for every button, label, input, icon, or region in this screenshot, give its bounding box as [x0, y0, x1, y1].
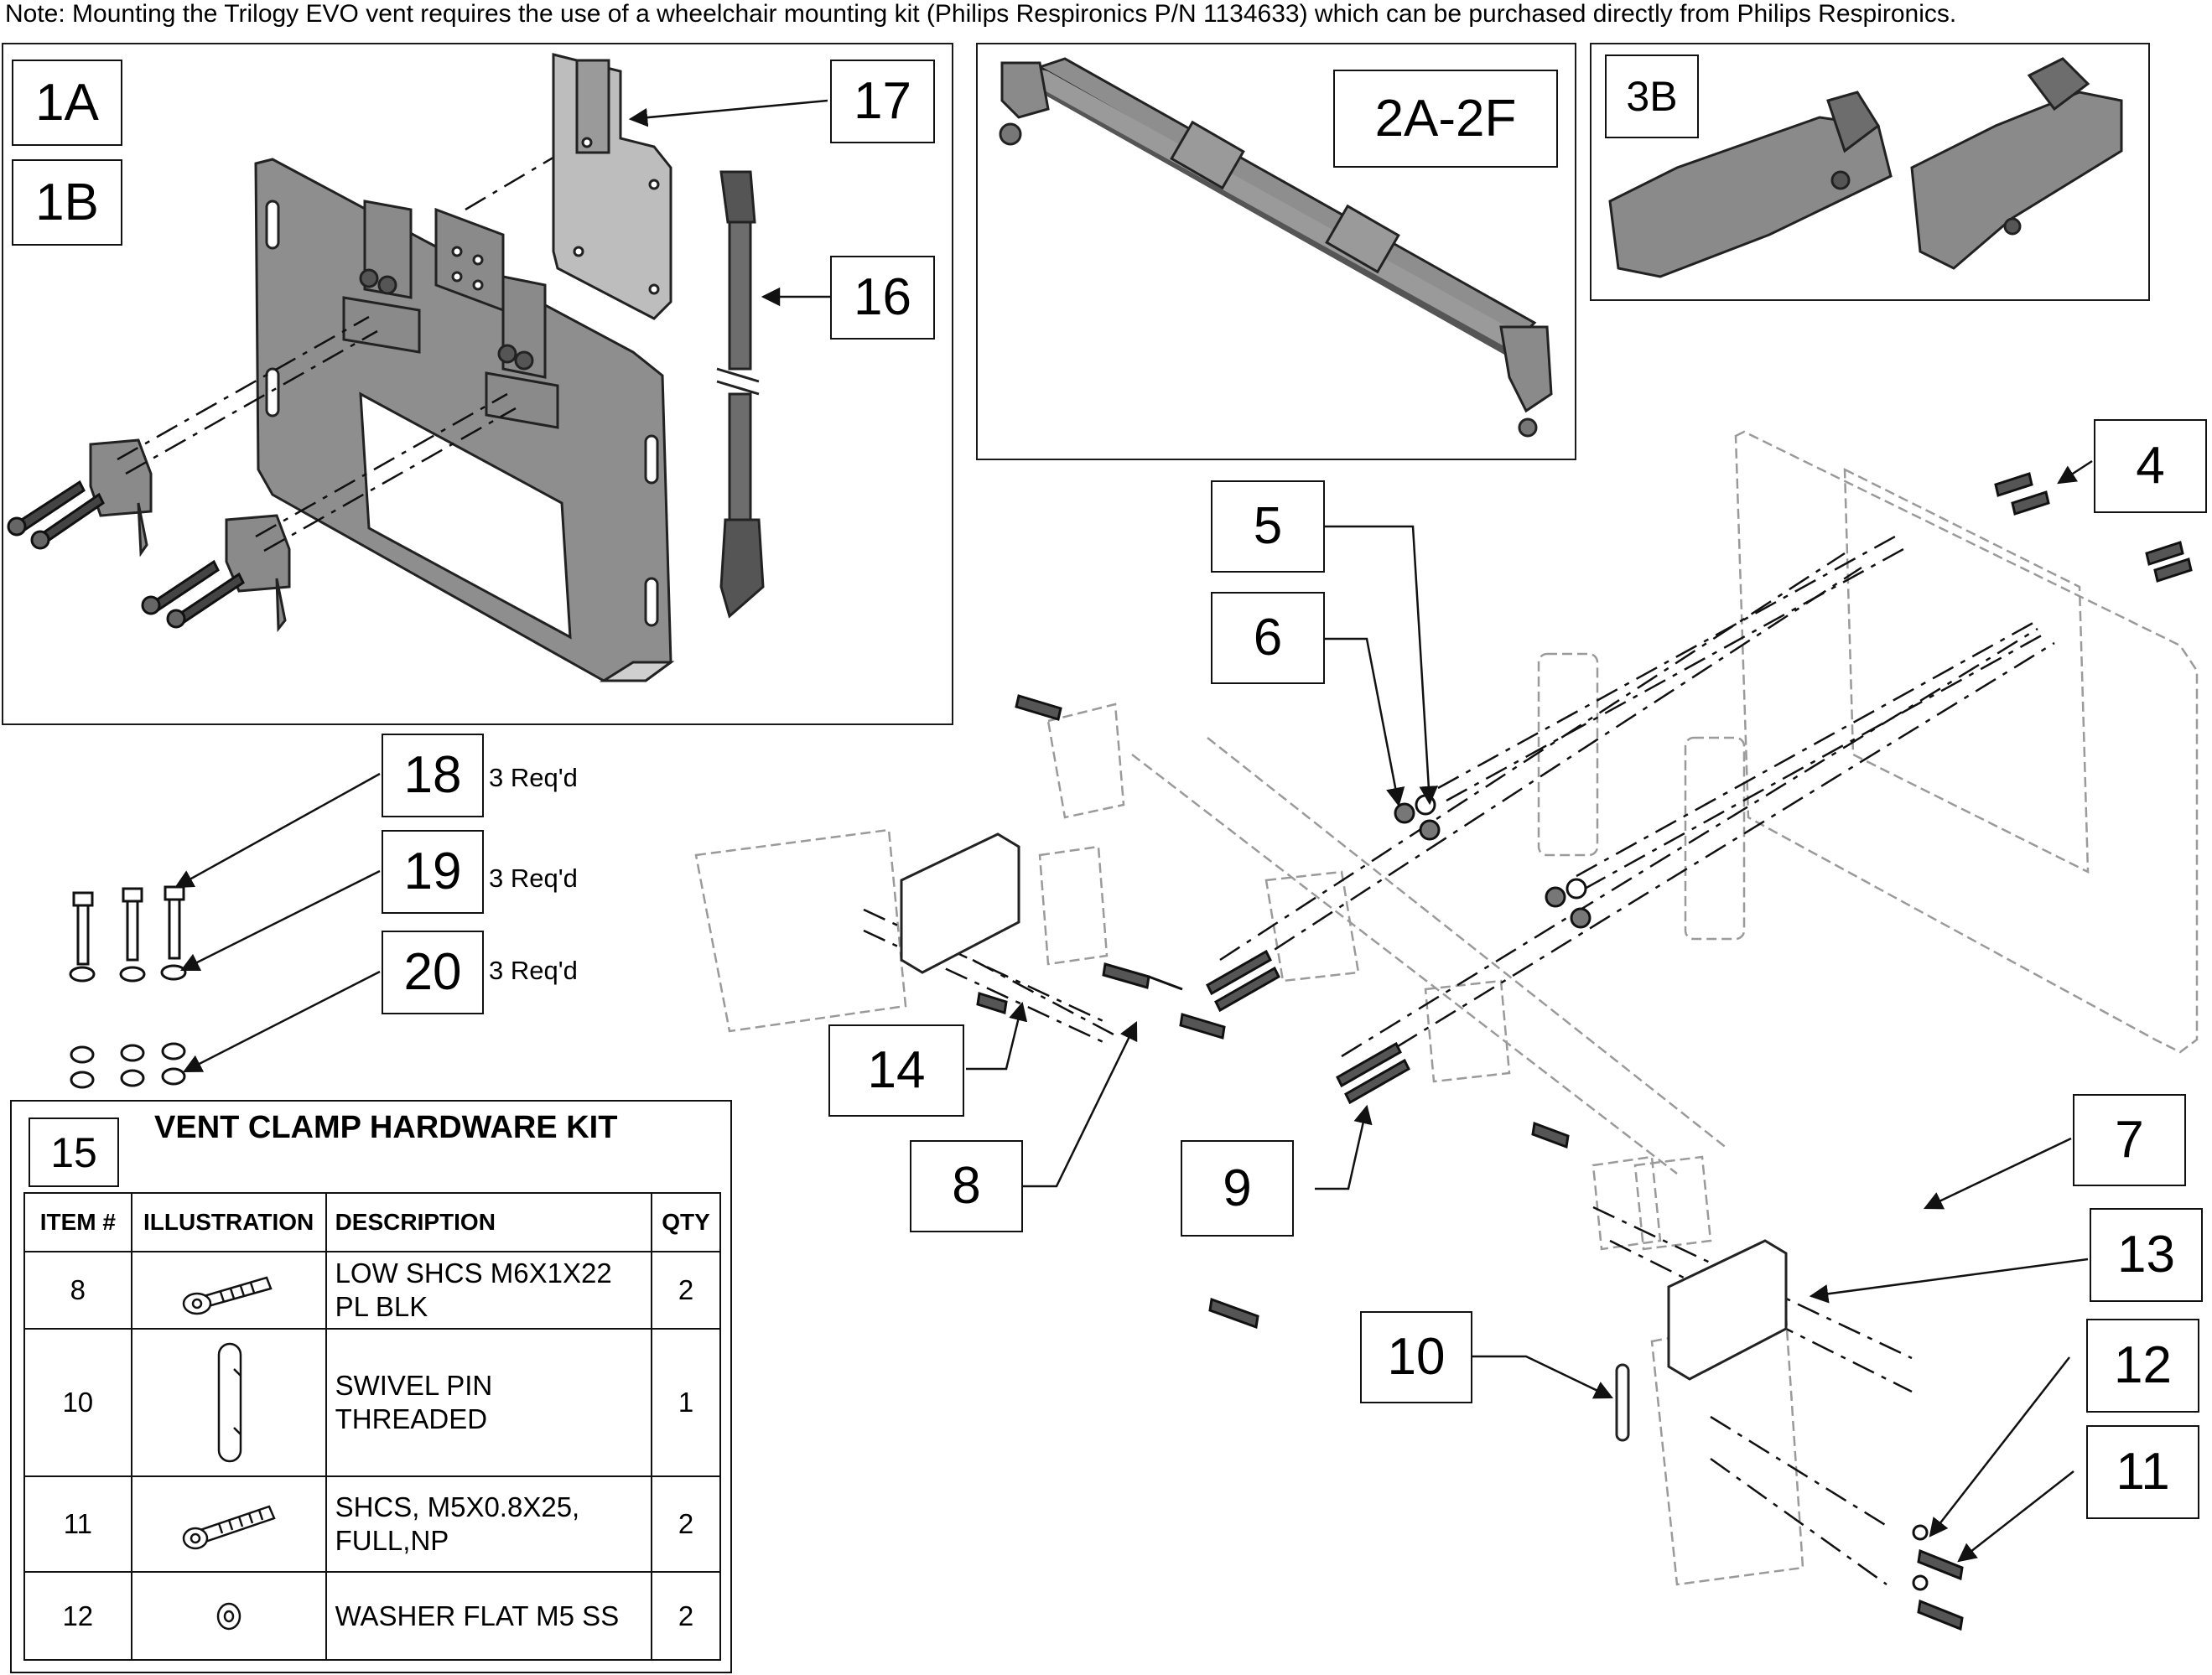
swivel-pin-part-icon: [1615, 1363, 1630, 1442]
callout-18: 18: [382, 734, 484, 817]
callout-12: 12: [2086, 1319, 2199, 1413]
callout-11: 11: [2086, 1425, 2199, 1519]
row-description: SWIVEL PIN THREADED: [325, 1328, 653, 1477]
row-item: 11: [23, 1475, 132, 1573]
callout-16: 16: [830, 256, 935, 340]
washer-icon: [216, 1602, 241, 1630]
table-row: 12 WASHER FLAT M5 SS 2: [23, 1571, 721, 1661]
panel-label-1a: 1A: [12, 60, 122, 146]
row-qty: 2: [651, 1475, 721, 1573]
hardware-kit-table: 15 VENT CLAMP HARDWARE KIT ITEM # ILLUST…: [10, 1100, 732, 1673]
kit-number: 15: [29, 1118, 119, 1187]
hex-bolts-icon: [72, 885, 185, 966]
bolt-icon: [976, 472, 2193, 1631]
nuts-icon: [70, 1042, 186, 1089]
kit-table: ITEM # ILLUSTRATION DESCRIPTION QTY 8 LO…: [23, 1192, 721, 1661]
shcs-icon: [182, 1505, 276, 1550]
callout-8: 8: [910, 1140, 1023, 1232]
req-18: 3 Req'd: [489, 763, 578, 792]
row-qty: 2: [651, 1571, 721, 1661]
plate-top-clip-icon: [434, 207, 505, 313]
row-qty: 2: [651, 1251, 721, 1330]
vent-adapter-plate-icon: [552, 53, 672, 320]
header-illustration: ILLUSTRATION: [130, 1192, 327, 1252]
strap-icon: [715, 170, 765, 619]
table-row: 11 SHCS, M5X0.8X25, FULL,NP 2: [23, 1475, 721, 1573]
spacer-plate-icon: [900, 832, 1788, 1381]
kit-header-row: ITEM # ILLUSTRATION DESCRIPTION QTY: [23, 1192, 721, 1252]
swivel-pin-icon: [217, 1342, 241, 1463]
callout-14: 14: [828, 1024, 964, 1117]
table-row: 8 LOW SHCS M6X1X22 PL BLK 2: [23, 1251, 721, 1330]
header-qty: QTY: [651, 1192, 721, 1252]
callout-4: 4: [2094, 419, 2207, 513]
callout-9: 9: [1181, 1140, 1294, 1237]
mounting-note: Note: Mounting the Trilogy EVO vent requ…: [5, 0, 1957, 28]
table-row: 10 SWIVEL PIN THREADED 1: [23, 1328, 721, 1477]
callout-19: 19: [382, 830, 484, 914]
header-item: ITEM #: [23, 1192, 132, 1252]
header-description: DESCRIPTION: [325, 1192, 653, 1252]
callout-5: 5: [1211, 480, 1325, 573]
ghost-assembly: [694, 430, 2199, 1586]
req-20: 3 Req'd: [489, 956, 578, 985]
callout-6: 6: [1211, 592, 1325, 684]
clamp-block-icon: [89, 438, 291, 633]
callout-7: 7: [2073, 1094, 2186, 1186]
clamp-halves-icon: [1608, 57, 2123, 278]
req-19: 3 Req'd: [489, 863, 578, 893]
swivel-arm-icon: [999, 57, 1553, 438]
row-qty: 1: [651, 1328, 721, 1477]
row-item: 10: [23, 1328, 132, 1477]
panel-label-1b: 1B: [12, 159, 122, 246]
callout-13: 13: [2090, 1208, 2203, 1302]
callout-17: 17: [830, 60, 935, 143]
row-item: 8: [23, 1251, 132, 1330]
panel-label-3b: 3B: [1605, 54, 1699, 138]
callout-10: 10: [1360, 1311, 1472, 1403]
flat-screw-icon: [7, 480, 245, 629]
low-shcs-icon: [182, 1276, 273, 1315]
row-description: LOW SHCS M6X1X22 PL BLK: [325, 1251, 653, 1330]
row-description: SHCS, M5X0.8X25, FULL,NP: [325, 1475, 653, 1573]
row-description: WASHER FLAT M5 SS: [325, 1571, 653, 1661]
washers-icon: [69, 964, 187, 983]
row-item: 12: [23, 1571, 132, 1661]
kit-title: VENT CLAMP HARDWARE KIT: [154, 1110, 618, 1145]
callout-20: 20: [382, 931, 484, 1014]
panel-label-2a-2f: 2A-2F: [1333, 70, 1558, 168]
